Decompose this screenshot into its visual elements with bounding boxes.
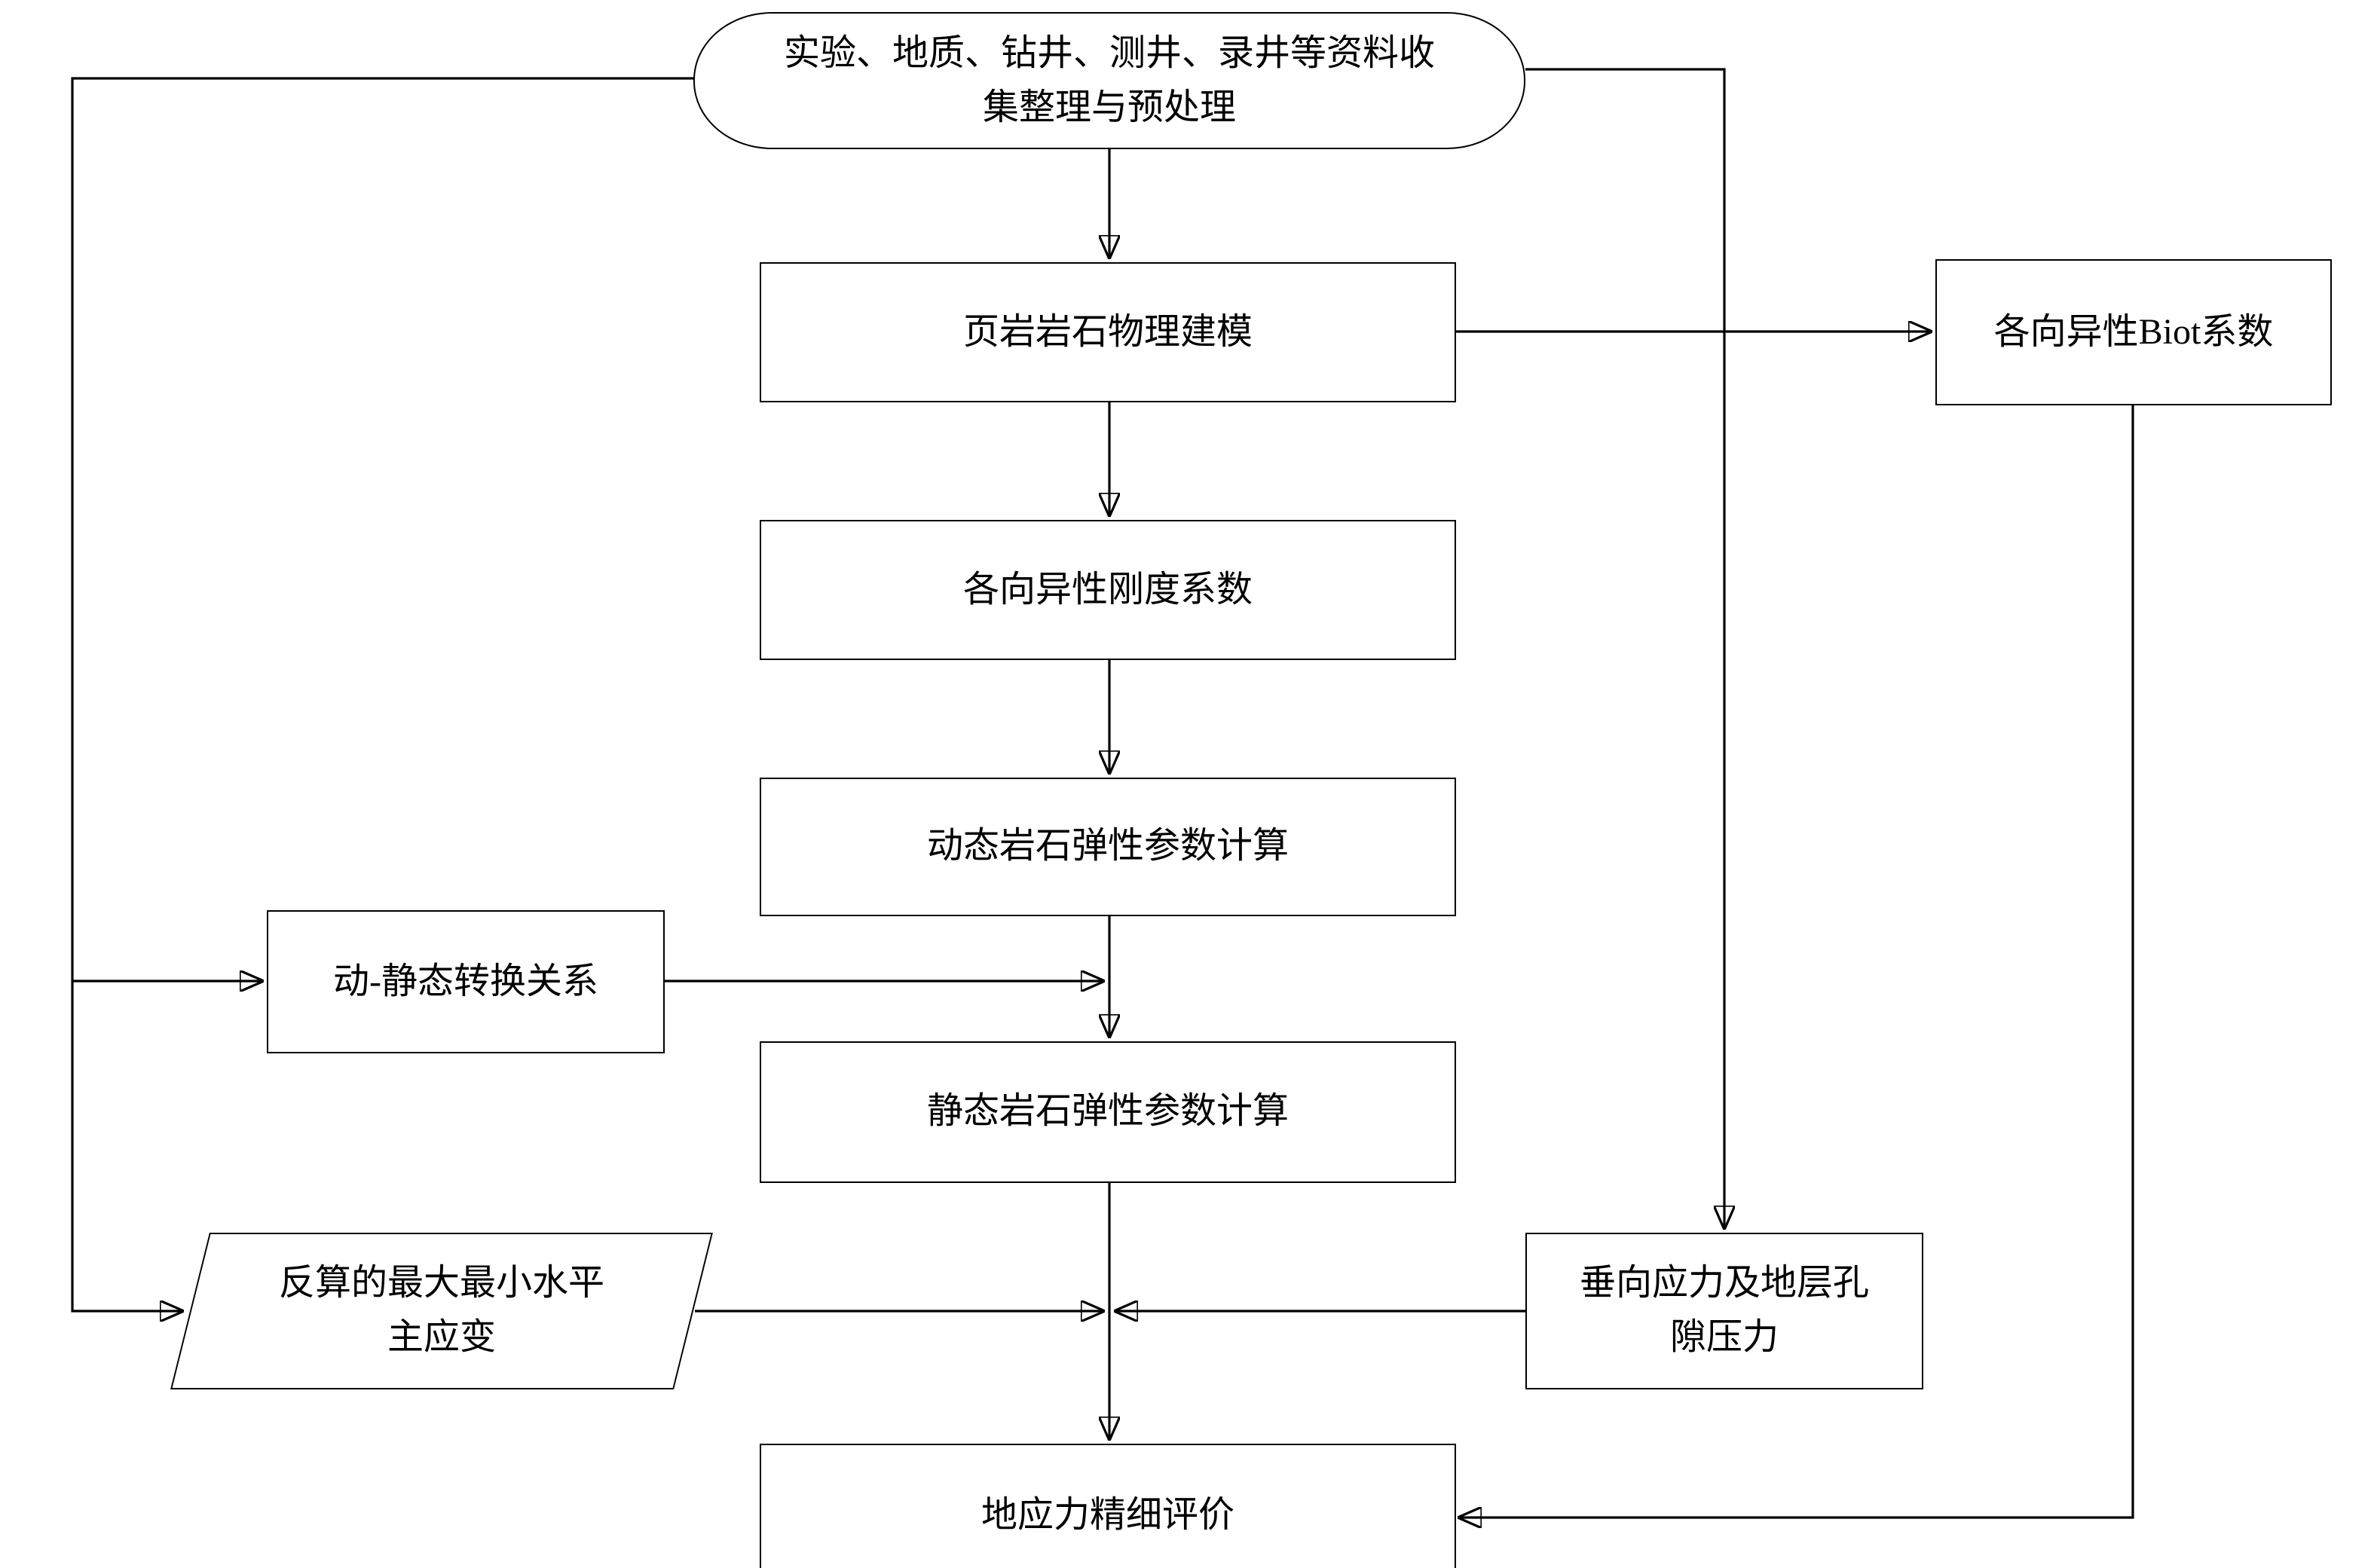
node-static-elastic-params: 静态岩石弹性参数计算 [760, 1041, 1456, 1183]
node-static-elastic-params-label: 静态岩石弹性参数计算 [927, 1093, 1289, 1132]
node-anisotropic-biot-label: 各向异性Biot系数 [1993, 313, 2274, 352]
node-rock-physics-modeling: 页岩岩石物理建模 [760, 262, 1456, 402]
node-inverted-strain: 反算的最大最小水平主应变 [169, 1233, 714, 1389]
connector-right-rail-to-vertical-stress [1525, 68, 1724, 1228]
node-data-collection: 实验、地质、钻井、测井、录井等资料收集整理与预处理 [693, 12, 1525, 149]
node-vertical-stress-pore-pressure: 垂向应力及地层孔隙压力 [1525, 1233, 1923, 1389]
node-anisotropic-biot: 各向异性Biot系数 [1935, 259, 2332, 405]
node-anisotropic-stiffness: 各向异性刚度系数 [760, 520, 1456, 660]
node-dynamic-elastic-params-label: 动态岩石弹性参数计算 [927, 827, 1289, 867]
node-geostress-evaluation: 地应力精细评价 [760, 1444, 1456, 1568]
node-dynamic-static-conversion-label: 动-静态转换关系 [333, 962, 598, 1001]
node-geostress-evaluation-label: 地应力精细评价 [981, 1496, 1234, 1535]
node-dynamic-static-conversion: 动-静态转换关系 [267, 910, 665, 1053]
node-vertical-stress-pore-pressure-label: 垂向应力及地层孔隙压力 [1580, 1264, 1869, 1358]
node-dynamic-elastic-params: 动态岩石弹性参数计算 [760, 778, 1456, 916]
node-anisotropic-stiffness-label: 各向异性刚度系数 [963, 570, 1253, 610]
connector-left-rail-to-strain [71, 77, 696, 1311]
node-data-collection-label: 实验、地质、钻井、测井、录井等资料收集整理与预处理 [784, 34, 1435, 127]
node-rock-physics-modeling-label: 页岩岩石物理建模 [963, 313, 1253, 352]
node-inverted-strain-label: 反算的最大最小水平主应变 [279, 1264, 604, 1358]
